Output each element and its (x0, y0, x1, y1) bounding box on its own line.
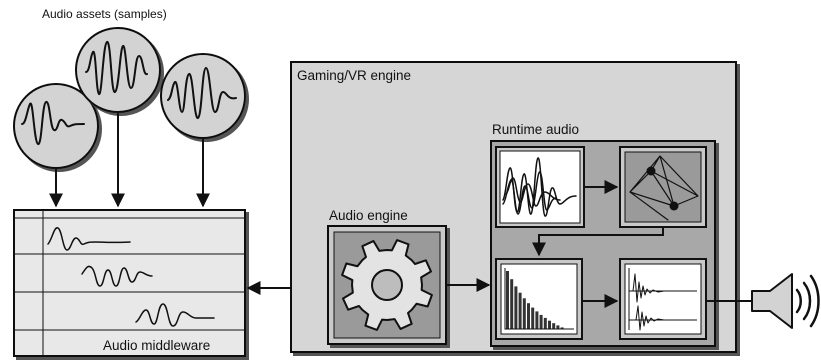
decay-bar (548, 320, 551, 329)
engine-label: Gaming/VR engine (297, 68, 411, 83)
audio-engine-block (327, 225, 447, 345)
decay-bar (506, 271, 509, 329)
decay-axes (504, 268, 574, 330)
audio-engine-label: Audio engine (329, 208, 408, 223)
audio-middleware-label: Audio middleware (103, 338, 210, 353)
runtime-tile-impulse-responses (619, 258, 707, 340)
audio-middleware-panel: Audio middleware (13, 209, 246, 357)
speaker-icon (751, 273, 820, 329)
audio-sample-3 (160, 53, 246, 139)
decay-bar (556, 325, 560, 329)
decay-bar (510, 279, 514, 329)
decay-bar (552, 323, 556, 329)
audio-assets-label: Audio assets (samples) (42, 7, 167, 21)
decay-bar (522, 298, 526, 329)
decay-bar (518, 292, 522, 329)
decay-bar (539, 314, 543, 329)
decay-bar (543, 317, 547, 329)
runtime-tile-graph (619, 146, 707, 228)
decay-bar (527, 303, 530, 329)
runtime-tile-decay-bars (495, 258, 583, 340)
decay-bar (535, 311, 539, 329)
arrow-tile2-to-tile3 (532, 227, 664, 257)
runtime-tile-waveforms (495, 146, 585, 228)
decay-bar (514, 286, 518, 329)
decay-bar (560, 327, 564, 329)
runtime-audio-label: Runtime audio (492, 122, 579, 137)
gear-icon (341, 239, 433, 331)
audio-sample-1 (13, 83, 99, 169)
decay-bars (504, 268, 574, 330)
audio-sample-2 (75, 27, 161, 113)
decay-bar (531, 307, 535, 329)
